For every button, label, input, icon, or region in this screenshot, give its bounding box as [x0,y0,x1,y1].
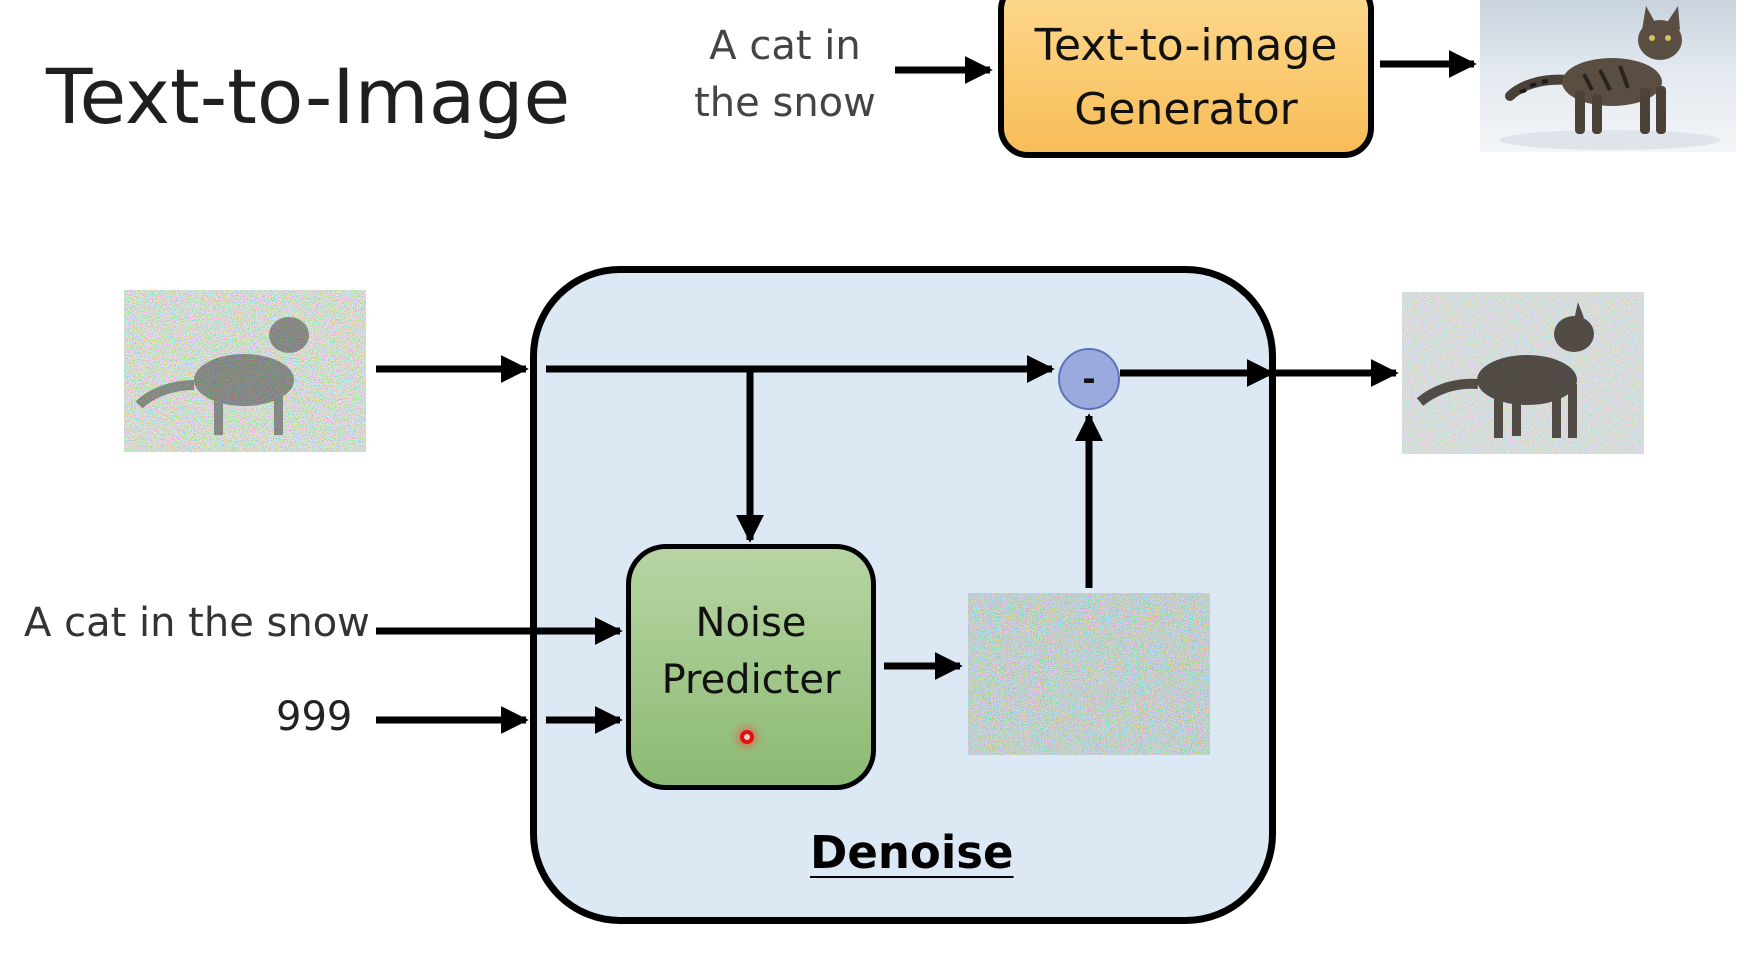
noise-image [968,593,1210,755]
subtract-operator: - [1058,348,1120,410]
top-prompt-line-1: A cat in [709,23,861,69]
generator-label-line-1: Text-to-image [1034,20,1338,71]
noise-predicter-line-1: Noise [695,600,807,646]
slide-title: Text-to-Image [46,52,571,141]
text-prompt-input: A cat in the snow [24,600,370,646]
less-noisy-cat-image [1402,292,1644,454]
noise-predicter-line-2: Predicter [661,657,841,703]
text-to-image-generator-box: Text-to-image Generator [998,0,1374,158]
top-prompt-line-2: the snow [694,80,876,126]
top-prompt-text: A cat in the snow [680,18,890,132]
noisy-cat-image [124,290,366,452]
step-number: 999 [276,694,353,740]
pointer-dot [740,730,754,744]
cat-in-snow-photo [1480,0,1736,152]
noise-predicter-box: Noise Predicter [626,544,876,790]
denoise-label: Denoise [810,826,1014,879]
generator-label-line-2: Generator [1074,84,1298,135]
